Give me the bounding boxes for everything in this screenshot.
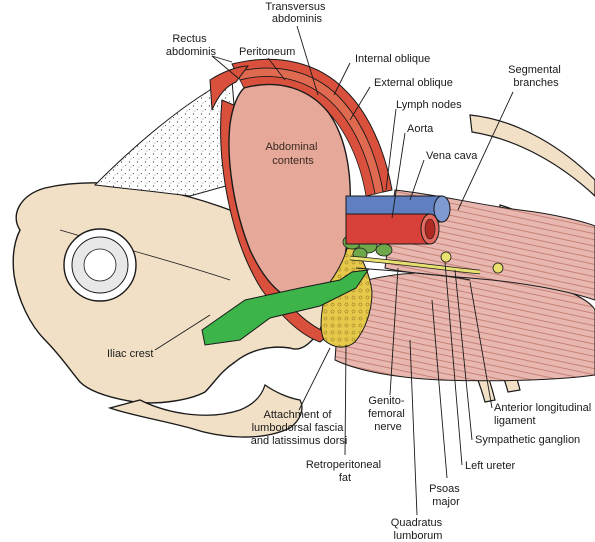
retroperitoneal-fat-label: Retroperitoneal fat bbox=[306, 459, 384, 484]
lymph-nodes-label: Lymph nodes bbox=[396, 99, 462, 111]
rectus-abdominis-label: Rectus abdominis bbox=[166, 33, 217, 58]
genitofemoral-nerve-label: Genito- femoral nerve bbox=[368, 395, 408, 433]
transversus-abdominis-label: Transversus abdominis bbox=[265, 1, 328, 25]
ureter-and-nerves bbox=[349, 251, 504, 281]
leader-lines bbox=[154, 25, 514, 516]
quadratus-lumborum-label: Quadratus lumborum bbox=[391, 517, 445, 542]
iliac-crest-label: Iliac crest bbox=[107, 348, 153, 360]
aorta-label: Aorta bbox=[407, 123, 434, 135]
vena-cava-label: Vena cava bbox=[426, 150, 478, 162]
lumbodorsal-fascia bbox=[201, 269, 370, 346]
anterior-longitudinal-ligament-label: Anterior longitudinal ligament bbox=[494, 402, 594, 427]
peritoneum-label: Peritoneum bbox=[239, 46, 295, 58]
psoas-major-label: Psoas major bbox=[429, 483, 463, 508]
attachment-label: Attachment of lumbodorsal fascia and lat… bbox=[251, 409, 348, 447]
left-ureter-label: Left ureter bbox=[465, 460, 515, 472]
external-oblique-label: External oblique bbox=[374, 77, 453, 89]
abdominal-contents-label: Abdominal contents bbox=[265, 141, 320, 167]
segmental-branches-label: Segmental branches bbox=[508, 64, 564, 89]
labels: Transversus abdominis Rectus abdominis P… bbox=[107, 1, 594, 542]
anterior-abdominal-wall bbox=[93, 79, 241, 197]
sympathetic-ganglion-label: Sympathetic ganglion bbox=[475, 434, 580, 446]
great-vessels bbox=[345, 195, 451, 245]
internal-oblique-label: Internal oblique bbox=[355, 53, 430, 65]
